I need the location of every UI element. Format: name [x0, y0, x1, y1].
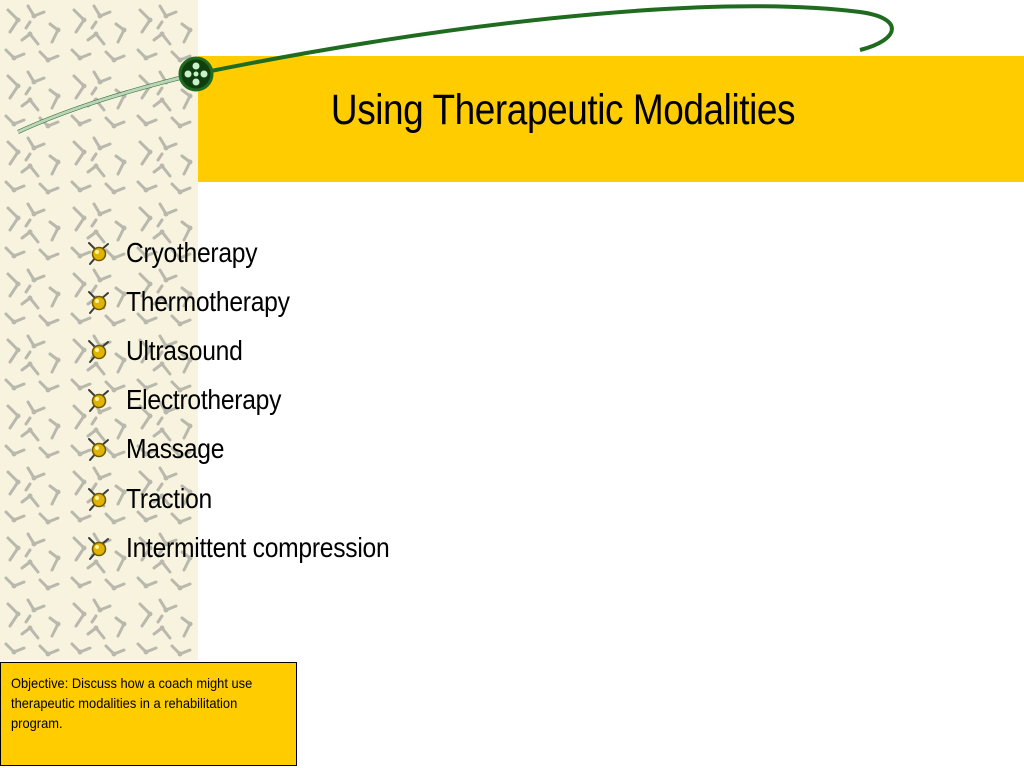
list-item: Cryotherapy	[86, 228, 425, 277]
title-band	[198, 56, 1024, 182]
bullet-text: Traction	[126, 482, 212, 514]
objective-text: Objective: Discuss how a coach might use…	[11, 675, 253, 731]
molecule-pattern-strip	[0, 0, 198, 660]
bullet-text: Massage	[126, 433, 225, 465]
bullet-list: Cryotherapy Thermotherapy Ultrasound	[86, 228, 425, 572]
list-item: Thermotherapy	[86, 277, 425, 326]
molecule-bullet-icon	[88, 487, 109, 511]
bullet-text: Electrotherapy	[126, 384, 282, 416]
slide-title: Using Therapeutic Modalities	[330, 86, 796, 134]
objective-box: Objective: Discuss how a coach might use…	[0, 662, 297, 766]
list-item: Intermittent compression	[86, 523, 425, 572]
bullet-text: Cryotherapy	[126, 236, 258, 268]
bullet-text: Intermittent compression	[126, 531, 390, 563]
molecule-bullet-icon	[88, 339, 109, 363]
bullet-text: Thermotherapy	[126, 285, 290, 317]
list-item: Ultrasound	[86, 326, 425, 375]
molecule-node-icon	[178, 56, 214, 92]
bullet-text: Ultrasound	[126, 334, 243, 366]
molecule-bullet-icon	[88, 438, 109, 462]
list-item: Massage	[86, 425, 425, 474]
molecule-bullet-icon	[88, 290, 109, 314]
molecule-bullet-icon	[88, 241, 109, 265]
list-item: Electrotherapy	[86, 376, 425, 425]
molecule-bullet-icon	[88, 389, 109, 413]
list-item: Traction	[86, 474, 425, 523]
molecule-bullet-icon	[88, 536, 109, 560]
green-swoosh	[17, 4, 894, 134]
